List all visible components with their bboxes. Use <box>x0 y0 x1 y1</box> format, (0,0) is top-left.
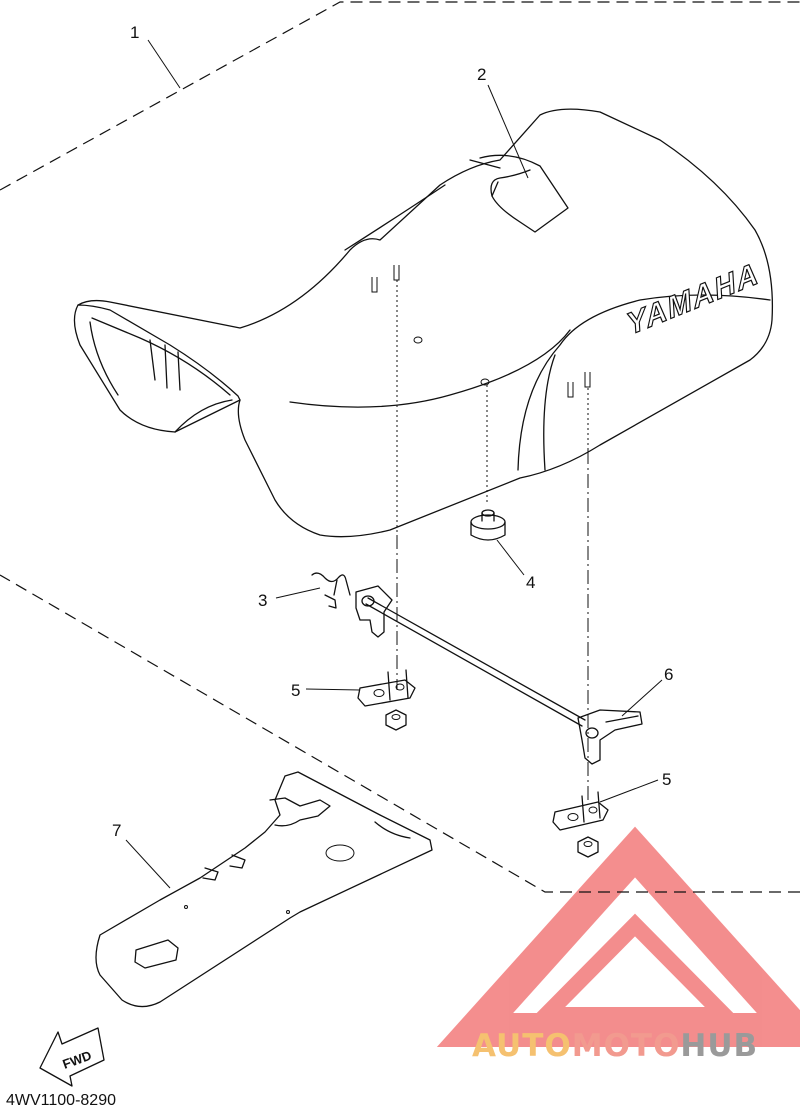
leader-2 <box>487 84 529 179</box>
callout-5-rear: 5 <box>662 770 671 789</box>
forward-label: FWD <box>61 1048 94 1072</box>
watermark-auto: AUTO <box>472 1028 572 1064</box>
leader-5b <box>599 779 659 803</box>
seat-lock-rod <box>355 585 643 765</box>
callout-3: 3 <box>258 591 267 610</box>
bracket-plate-rear <box>552 791 609 831</box>
bracket-plate-front <box>357 669 416 707</box>
leader-1 <box>147 39 181 89</box>
watermark-hub: HUB <box>680 1028 759 1064</box>
base-plate <box>95 771 433 1008</box>
callout-7: 7 <box>112 821 121 840</box>
callout-6: 6 <box>664 665 673 684</box>
nut-rear <box>577 836 599 858</box>
callout-4: 4 <box>526 573 535 592</box>
seat: YAMAHA <box>73 108 774 538</box>
seat-damper <box>470 509 506 541</box>
leader-6 <box>621 679 663 717</box>
watermark-moto: MOTO <box>571 1028 681 1064</box>
assembly-boundary <box>0 1 800 893</box>
watermark-logo <box>436 826 800 1047</box>
leader-5a <box>305 688 361 691</box>
watermark-text: AUTOMOTOHUB <box>472 1028 758 1064</box>
forward-direction-arrow: FWD <box>39 1027 105 1087</box>
diagram-code: 4WV1100-8290 <box>6 1092 116 1109</box>
callout-5: 5 <box>291 681 300 700</box>
callout-2: 2 <box>477 65 486 84</box>
leader-7 <box>125 839 171 889</box>
leader-4 <box>496 539 525 576</box>
spring-clip <box>311 572 351 609</box>
nut-front <box>385 709 407 731</box>
leader-3 <box>275 587 321 599</box>
callout-1: 1 <box>130 23 139 42</box>
